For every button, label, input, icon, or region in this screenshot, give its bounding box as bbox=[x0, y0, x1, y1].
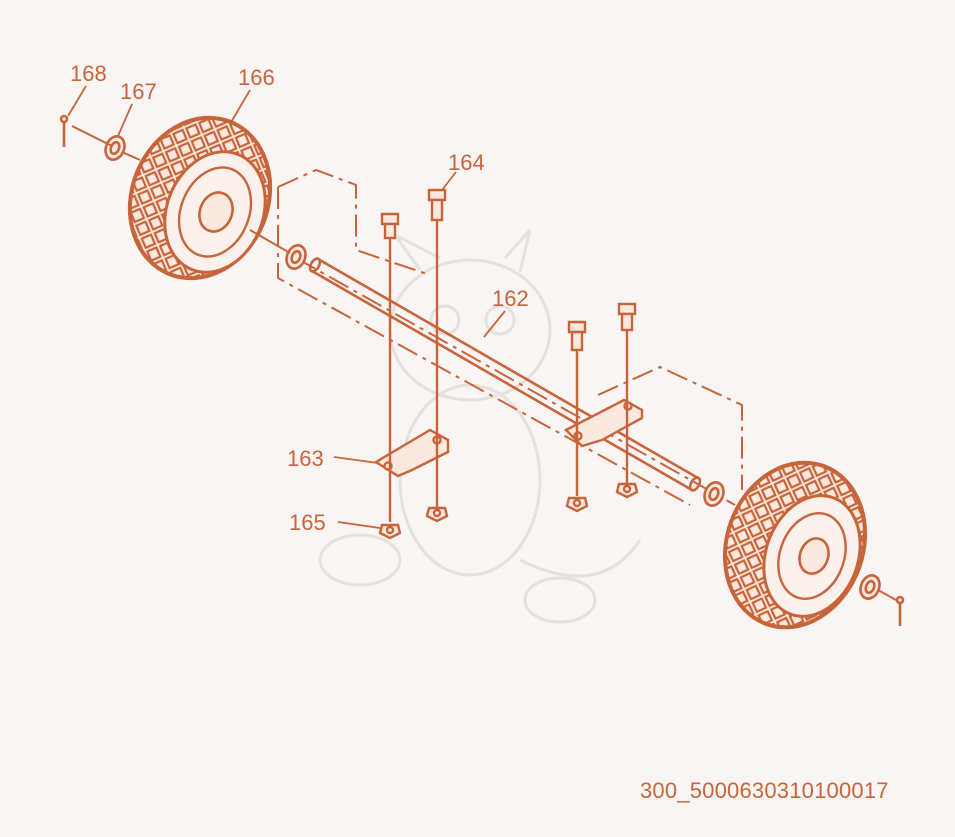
alignment-line bbox=[71, 125, 897, 601]
washer bbox=[104, 135, 126, 161]
axle-bracket bbox=[373, 428, 450, 478]
callout-168: 168 bbox=[70, 61, 107, 86]
lock-nut bbox=[425, 506, 449, 523]
bolt bbox=[617, 302, 637, 484]
wheel-right bbox=[722, 460, 868, 630]
lock-nut bbox=[565, 496, 589, 513]
callout-162: 162 bbox=[492, 286, 529, 311]
callout-164: 164 bbox=[448, 150, 485, 175]
dragon-mascot-watermark bbox=[318, 229, 642, 624]
bolt bbox=[427, 188, 447, 508]
cotter-pin bbox=[59, 114, 69, 147]
callout-165: 165 bbox=[289, 510, 326, 535]
wheel-left bbox=[127, 115, 273, 281]
bolt bbox=[567, 320, 587, 496]
washer bbox=[703, 481, 725, 507]
cotter-pin bbox=[895, 595, 905, 626]
assembly-outline bbox=[277, 168, 743, 506]
callout-166: 166 bbox=[238, 65, 275, 90]
leader-lines bbox=[67, 85, 506, 529]
axle-rod bbox=[308, 257, 702, 492]
washer bbox=[859, 574, 881, 600]
callout-163: 163 bbox=[287, 446, 324, 471]
washer bbox=[285, 244, 307, 270]
bolt bbox=[380, 212, 400, 522]
callout-167: 167 bbox=[120, 79, 157, 104]
lock-nut bbox=[378, 523, 402, 540]
lock-nut bbox=[615, 482, 639, 499]
drawing-code-label: 300_5000630310100017 bbox=[640, 778, 889, 803]
